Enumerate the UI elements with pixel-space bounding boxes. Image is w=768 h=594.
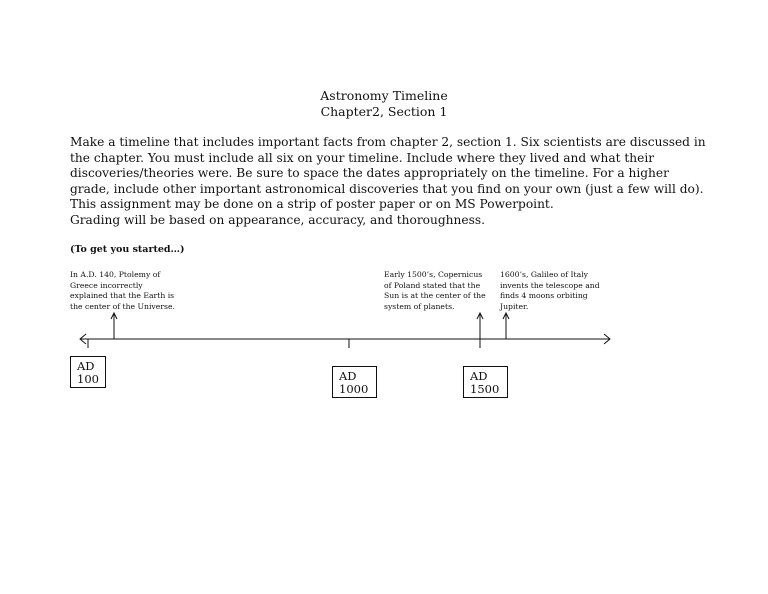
timeline-left-arrowhead [79, 333, 87, 345]
document-title: Astronomy Timeline [320, 88, 448, 103]
timeline-event-copernicus: Early 1500’s, Copernicus of Poland state… [384, 270, 486, 311]
document-subtitle: Chapter2, Section 1 [320, 104, 448, 119]
date-box-ad100: AD 100 [70, 356, 106, 388]
starter-label: (To get you started…) [70, 244, 185, 255]
date-box-ad1500: AD 1500 [463, 366, 508, 398]
timeline-event-galileo: 1600’s, Galileo of Italy invents the tel… [500, 270, 600, 311]
timeline-event-ptolemy: In A.D. 140, Ptolemy of Greece incorrect… [70, 270, 175, 311]
timeline-right-arrowhead [603, 333, 611, 345]
grading-paragraph: Grading will be based on appearance, acc… [70, 213, 485, 227]
instructions-paragraph: Make a timeline that includes important … [70, 135, 706, 212]
date-box-ad1000: AD 1000 [332, 366, 377, 398]
